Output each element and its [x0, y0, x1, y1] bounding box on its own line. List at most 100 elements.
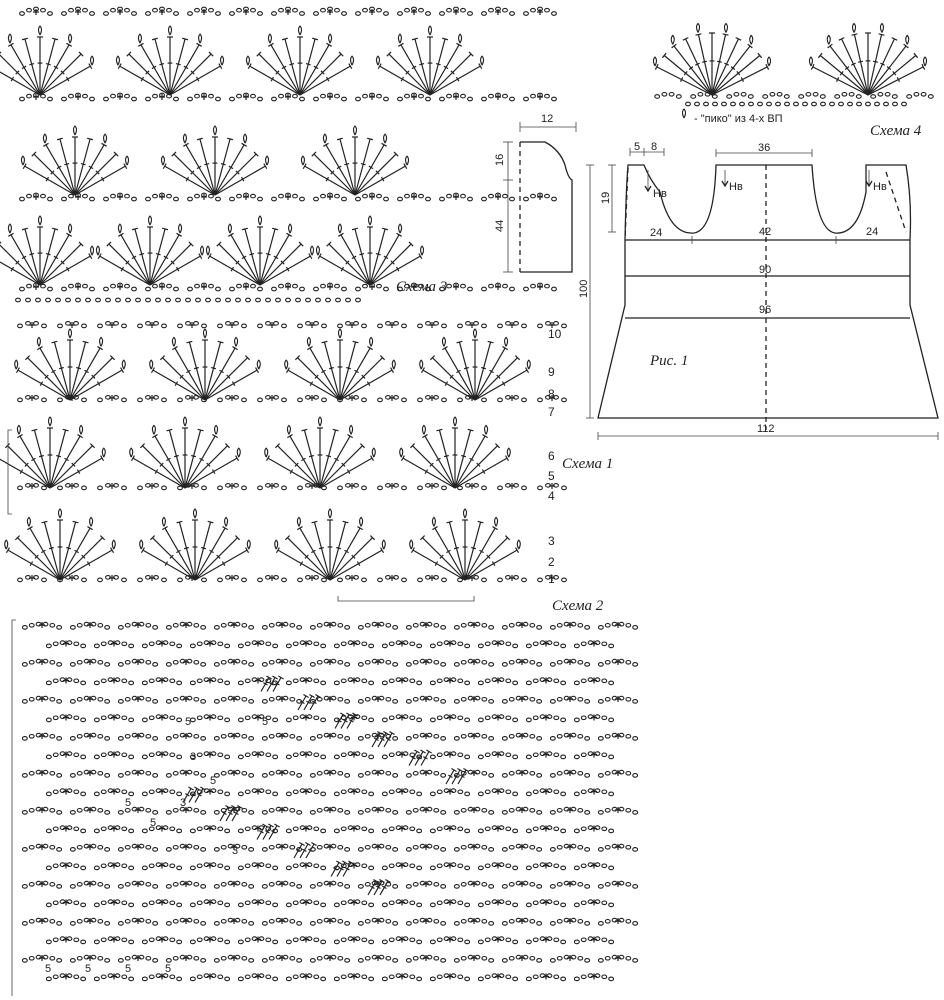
single-crochet-icon	[303, 640, 309, 647]
chain-stitch-icon	[551, 286, 557, 292]
chain-stitch-icon	[248, 847, 255, 852]
chain-stitch-icon	[594, 788, 601, 794]
single-crochet-icon	[303, 788, 309, 795]
double-crochet-icon	[182, 427, 188, 488]
chain-stitch-icon	[251, 899, 258, 905]
chain-stitch-icon	[285, 902, 292, 908]
double-crochet-icon	[303, 693, 315, 711]
chain-stitch-icon	[296, 921, 303, 926]
chain-stitch-icon	[848, 91, 855, 97]
picot-icon	[219, 55, 225, 66]
chain-stitch-icon	[282, 658, 289, 664]
picot-icon	[749, 34, 754, 45]
double-crochet-icon	[472, 339, 478, 400]
chain-stitch-icon	[138, 732, 145, 738]
chain-stitch-icon	[323, 843, 330, 849]
chain-stitch-icon	[563, 732, 570, 738]
single-crochet-icon	[135, 881, 141, 887]
chain-stitch-icon	[213, 699, 220, 704]
chain-stitch-icon	[128, 791, 135, 797]
chain-stitch-icon	[189, 680, 196, 686]
double-crochet-icon	[39, 253, 93, 286]
chain-stitch-icon	[186, 880, 193, 886]
chain-stitch-icon	[675, 94, 682, 99]
chain-stitch-icon	[215, 297, 221, 303]
chain-stitch-icon	[76, 918, 83, 924]
double-crochet-icon	[59, 526, 93, 581]
chain-stitch-icon	[446, 7, 452, 13]
chain-stitch-icon	[530, 193, 536, 199]
single-crochet-icon	[63, 714, 69, 721]
chain-stitch-icon	[392, 884, 399, 889]
chain-stitch-icon	[416, 791, 423, 797]
chain-stitch-icon	[177, 485, 183, 491]
chain-stitch-icon	[450, 677, 457, 683]
chain-stitch-icon	[234, 621, 241, 627]
scheme2-count-mark: 5	[125, 963, 131, 975]
chain-stitch-icon	[417, 397, 423, 403]
single-crochet-icon	[615, 770, 621, 776]
chain-stitch-icon	[601, 752, 608, 758]
chain-stitch-icon	[165, 958, 172, 963]
single-crochet-icon	[309, 395, 315, 401]
chain-stitch-icon	[553, 715, 560, 721]
double-crochet-icon	[414, 749, 426, 766]
double-crochet-icon	[838, 37, 869, 96]
picot-icon	[337, 223, 342, 234]
chain-stitch-icon	[175, 297, 181, 303]
chain-stitch-icon	[474, 843, 481, 849]
chain-stitch-icon	[474, 769, 481, 775]
single-crochet-icon	[471, 659, 477, 665]
chain-stitch-icon	[419, 621, 426, 627]
scheme1-row-number: 7	[548, 405, 555, 419]
chain-stitch-icon	[371, 880, 378, 886]
chain-stitch-icon	[296, 810, 303, 815]
chain-stitch-icon	[498, 973, 505, 979]
chain-stitch-icon	[25, 297, 31, 303]
chain-stitch-icon	[381, 865, 388, 871]
chain-stitch-icon	[35, 732, 42, 738]
chain-stitch-icon	[265, 937, 272, 943]
chain-stitch-icon	[513, 482, 519, 488]
chain-stitch-icon	[61, 286, 67, 292]
chain-stitch-icon	[289, 918, 296, 924]
chain-stitch-icon	[176, 865, 183, 871]
chain-stitch-icon	[200, 884, 207, 889]
chain-stitch-icon	[153, 482, 159, 488]
double-crochet-icon	[247, 63, 301, 96]
chain-stitch-icon	[371, 658, 378, 664]
chain-stitch-icon	[19, 286, 25, 292]
chain-stitch-icon	[297, 577, 303, 583]
chain-stitch-icon	[93, 643, 100, 649]
chain-stitch-icon	[237, 865, 244, 871]
picot-icon	[192, 508, 198, 519]
chain-stitch-icon	[392, 699, 399, 704]
single-crochet-icon	[285, 9, 291, 15]
double-crochet-icon	[214, 137, 234, 196]
chain-stitch-icon	[289, 622, 296, 628]
chain-stitch-icon	[508, 696, 515, 702]
chain-stitch-icon	[229, 96, 235, 102]
chain-stitch-icon	[193, 844, 200, 850]
chain-stitch-icon	[313, 11, 319, 16]
chain-stitch-icon	[529, 844, 536, 850]
chain-stitch-icon	[68, 7, 74, 13]
chain-stitch-icon	[208, 193, 214, 199]
chain-stitch-icon	[467, 11, 473, 16]
scheme1-row-number: 1	[548, 572, 555, 586]
chain-stitch-icon	[323, 880, 330, 886]
figure-title: Рис. 1	[649, 353, 688, 369]
double-crochet-icon	[309, 693, 321, 711]
chain-stitch-icon	[169, 641, 176, 647]
chain-stitch-icon	[525, 680, 532, 686]
chain-stitch-icon	[320, 976, 327, 982]
chain-stitch-icon	[395, 973, 402, 979]
chain-stitch-icon	[179, 880, 186, 886]
chain-stitch-icon	[594, 825, 601, 831]
chain-stitch-icon	[491, 677, 498, 683]
picot-icon	[367, 215, 373, 226]
chain-stitch-icon	[273, 482, 279, 488]
chain-stitch-icon	[320, 680, 327, 686]
double-crochet-icon	[184, 428, 204, 489]
chain-stitch-icon	[45, 643, 52, 649]
